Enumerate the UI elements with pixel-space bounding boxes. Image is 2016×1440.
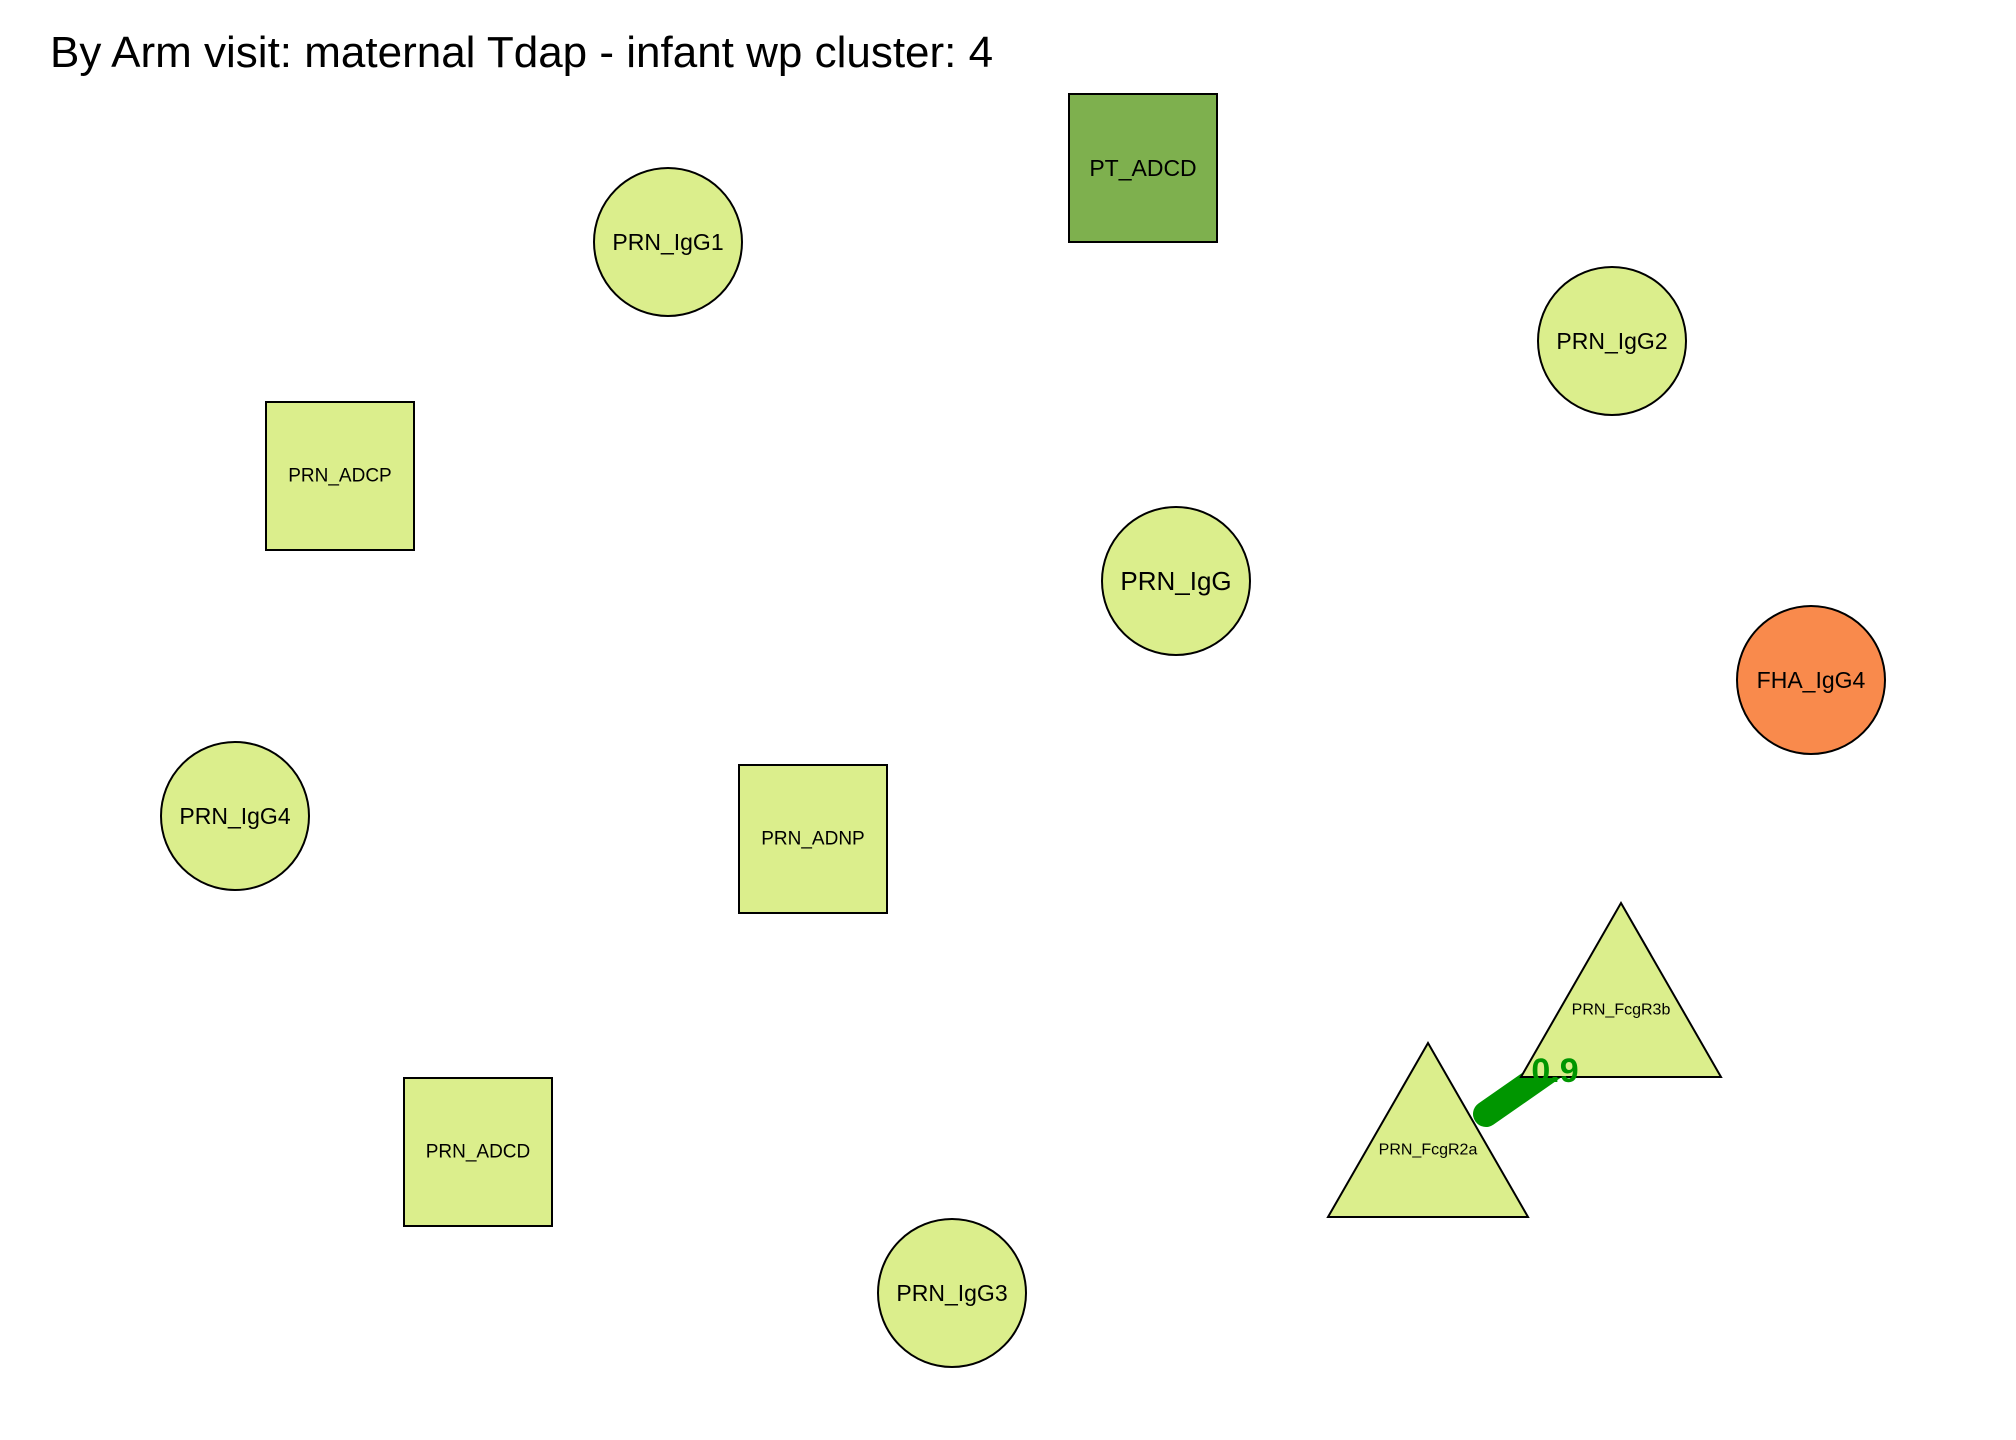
edge-label: 0.9 xyxy=(1531,1052,1578,1090)
node-prn-adcp: PRN_ADCP xyxy=(265,401,415,551)
node-label: PRN_IgG2 xyxy=(1556,328,1667,354)
node-label: PRN_ADCP xyxy=(288,466,391,487)
diagram-title: By Arm visit: maternal Tdap - infant wp … xyxy=(50,28,994,77)
node-label: PRN_IgG1 xyxy=(612,229,723,255)
node-square xyxy=(403,1077,553,1227)
node-fha-igg4: FHA_IgG4 xyxy=(1736,605,1886,755)
node-label: PRN_ADCD xyxy=(426,1142,531,1163)
node-label: FHA_IgG4 xyxy=(1757,667,1866,693)
node-square xyxy=(738,764,888,914)
node-label: PRN_FcgR3b xyxy=(1572,1002,1671,1019)
node-triangle xyxy=(1519,900,1723,1078)
node-label: PRN_ADNP xyxy=(761,829,864,850)
node-circle xyxy=(160,741,310,891)
node-label: PT_ADCD xyxy=(1089,155,1196,181)
node-square xyxy=(265,401,415,551)
node-label: PRN_IgG4 xyxy=(179,803,290,829)
node-prn-adcd: PRN_ADCD xyxy=(403,1077,553,1227)
node-circle xyxy=(1537,266,1687,416)
node-prn-igg3: PRN_IgG3 xyxy=(877,1218,1027,1368)
node-circle xyxy=(1101,506,1251,656)
edge-label-layer: 0.9 xyxy=(1531,1052,1578,1090)
node-label: PRN_FcgR2a xyxy=(1379,1142,1478,1159)
node-prn-igg1: PRN_IgG1 xyxy=(593,167,743,317)
node-label: PRN_IgG3 xyxy=(896,1280,1007,1306)
node-circle xyxy=(593,167,743,317)
node-circle xyxy=(1736,605,1886,755)
node-square xyxy=(1068,93,1218,243)
node-label: PRN_IgG xyxy=(1120,566,1231,596)
node-triangle xyxy=(1326,1040,1530,1218)
node-prn-adnp: PRN_ADNP xyxy=(738,764,888,914)
node-prn-igg2: PRN_IgG2 xyxy=(1537,266,1687,416)
node-circle xyxy=(877,1218,1027,1368)
node-pt-adcd: PT_ADCD xyxy=(1068,93,1218,243)
node-prn-igg4: PRN_IgG4 xyxy=(160,741,310,891)
node-prn-fcgr3b: PRN_FcgR3b xyxy=(1519,900,1723,1078)
node-prn-igg: PRN_IgG xyxy=(1101,506,1251,656)
node-prn-fcgr2a: PRN_FcgR2a xyxy=(1326,1040,1530,1218)
